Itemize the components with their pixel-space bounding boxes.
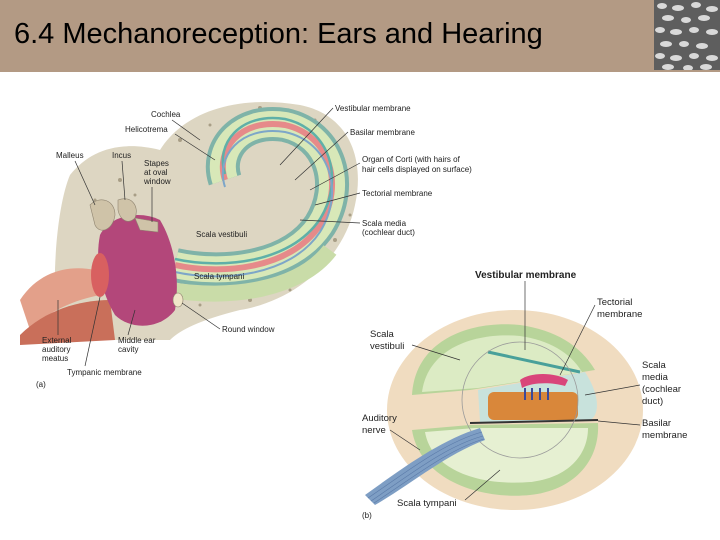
title-bar: 6.4 Mechanoreception: Ears and Hearing <box>0 0 720 72</box>
label-b-basilar-line2: membrane <box>642 430 687 441</box>
label-round-window: Round window <box>222 325 275 334</box>
panel-label-b: (b) <box>362 511 372 520</box>
label-b-vestibular-membrane: Vestibular membrane <box>475 270 577 281</box>
label-b-scala-media-line1: Scala <box>642 360 666 371</box>
label-scala-media-line1: Scala media <box>362 219 407 228</box>
slide-title: 6.4 Mechanoreception: Ears and Hearing <box>14 18 543 50</box>
label-external-line2: auditory <box>42 345 70 354</box>
decorative-texture-image <box>654 0 720 70</box>
label-stapes-line3: window <box>143 177 171 186</box>
label-malleus: Malleus <box>56 151 84 160</box>
label-incus: Incus <box>112 151 131 160</box>
label-b-scala-vestibuli-line1: Scala <box>370 329 394 340</box>
label-b-scala-media-line4: duct) <box>642 396 663 407</box>
label-cochlea: Cochlea <box>151 110 181 119</box>
label-b-scala-media-line3: (cochlear <box>642 384 681 395</box>
label-stapes-line2: at oval <box>144 168 168 177</box>
texture-pattern <box>654 0 720 70</box>
label-organ-corti-line2: hair cells displayed on surface) <box>362 165 472 174</box>
figure-a-labels: Cochlea Helicotrema Malleus Incus Stapes… <box>36 104 472 389</box>
label-tectorial-membrane: Tectorial membrane <box>362 189 433 198</box>
figure-b-labels: Vestibular membrane Tectorial membrane S… <box>362 270 687 520</box>
label-stapes-line1: Stapes <box>144 159 169 168</box>
label-middle-ear-line1: Middle ear <box>118 336 156 345</box>
figure-a-illustration <box>20 102 358 345</box>
label-b-scala-tympani: Scala tympani <box>397 498 457 509</box>
label-scala-media-line2: (cochlear duct) <box>362 228 415 237</box>
label-scala-tympani: Scala tympani <box>194 272 244 281</box>
label-b-auditory-nerve-line2: nerve <box>362 425 386 436</box>
label-scala-vestibuli: Scala vestibuli <box>196 230 247 239</box>
label-basilar-membrane: Basilar membrane <box>350 128 415 137</box>
label-organ-corti-line1: Organ of Corti (with hairs of <box>362 155 461 164</box>
label-vestibular-membrane: Vestibular membrane <box>335 104 411 113</box>
label-tympanic-membrane: Tympanic membrane <box>67 368 142 377</box>
label-helicotrema: Helicotrema <box>125 125 168 134</box>
label-b-tectorial-line1: Tectorial <box>597 297 632 308</box>
label-b-auditory-nerve-line1: Auditory <box>362 413 397 424</box>
figure-b-illustration <box>365 310 643 510</box>
panel-label-a: (a) <box>36 380 46 389</box>
label-b-basilar-line1: Basilar <box>642 418 671 429</box>
ear-anatomy-figure: Cochlea Helicotrema Malleus Incus Stapes… <box>20 102 687 520</box>
label-b-tectorial-line2: membrane <box>597 309 642 320</box>
label-external-line3: meatus <box>42 354 68 363</box>
label-b-scala-media-line2: media <box>642 372 669 383</box>
label-external-line1: External <box>42 336 72 345</box>
label-middle-ear-line2: cavity <box>118 345 138 354</box>
label-b-scala-vestibuli-line2: vestibuli <box>370 341 404 352</box>
